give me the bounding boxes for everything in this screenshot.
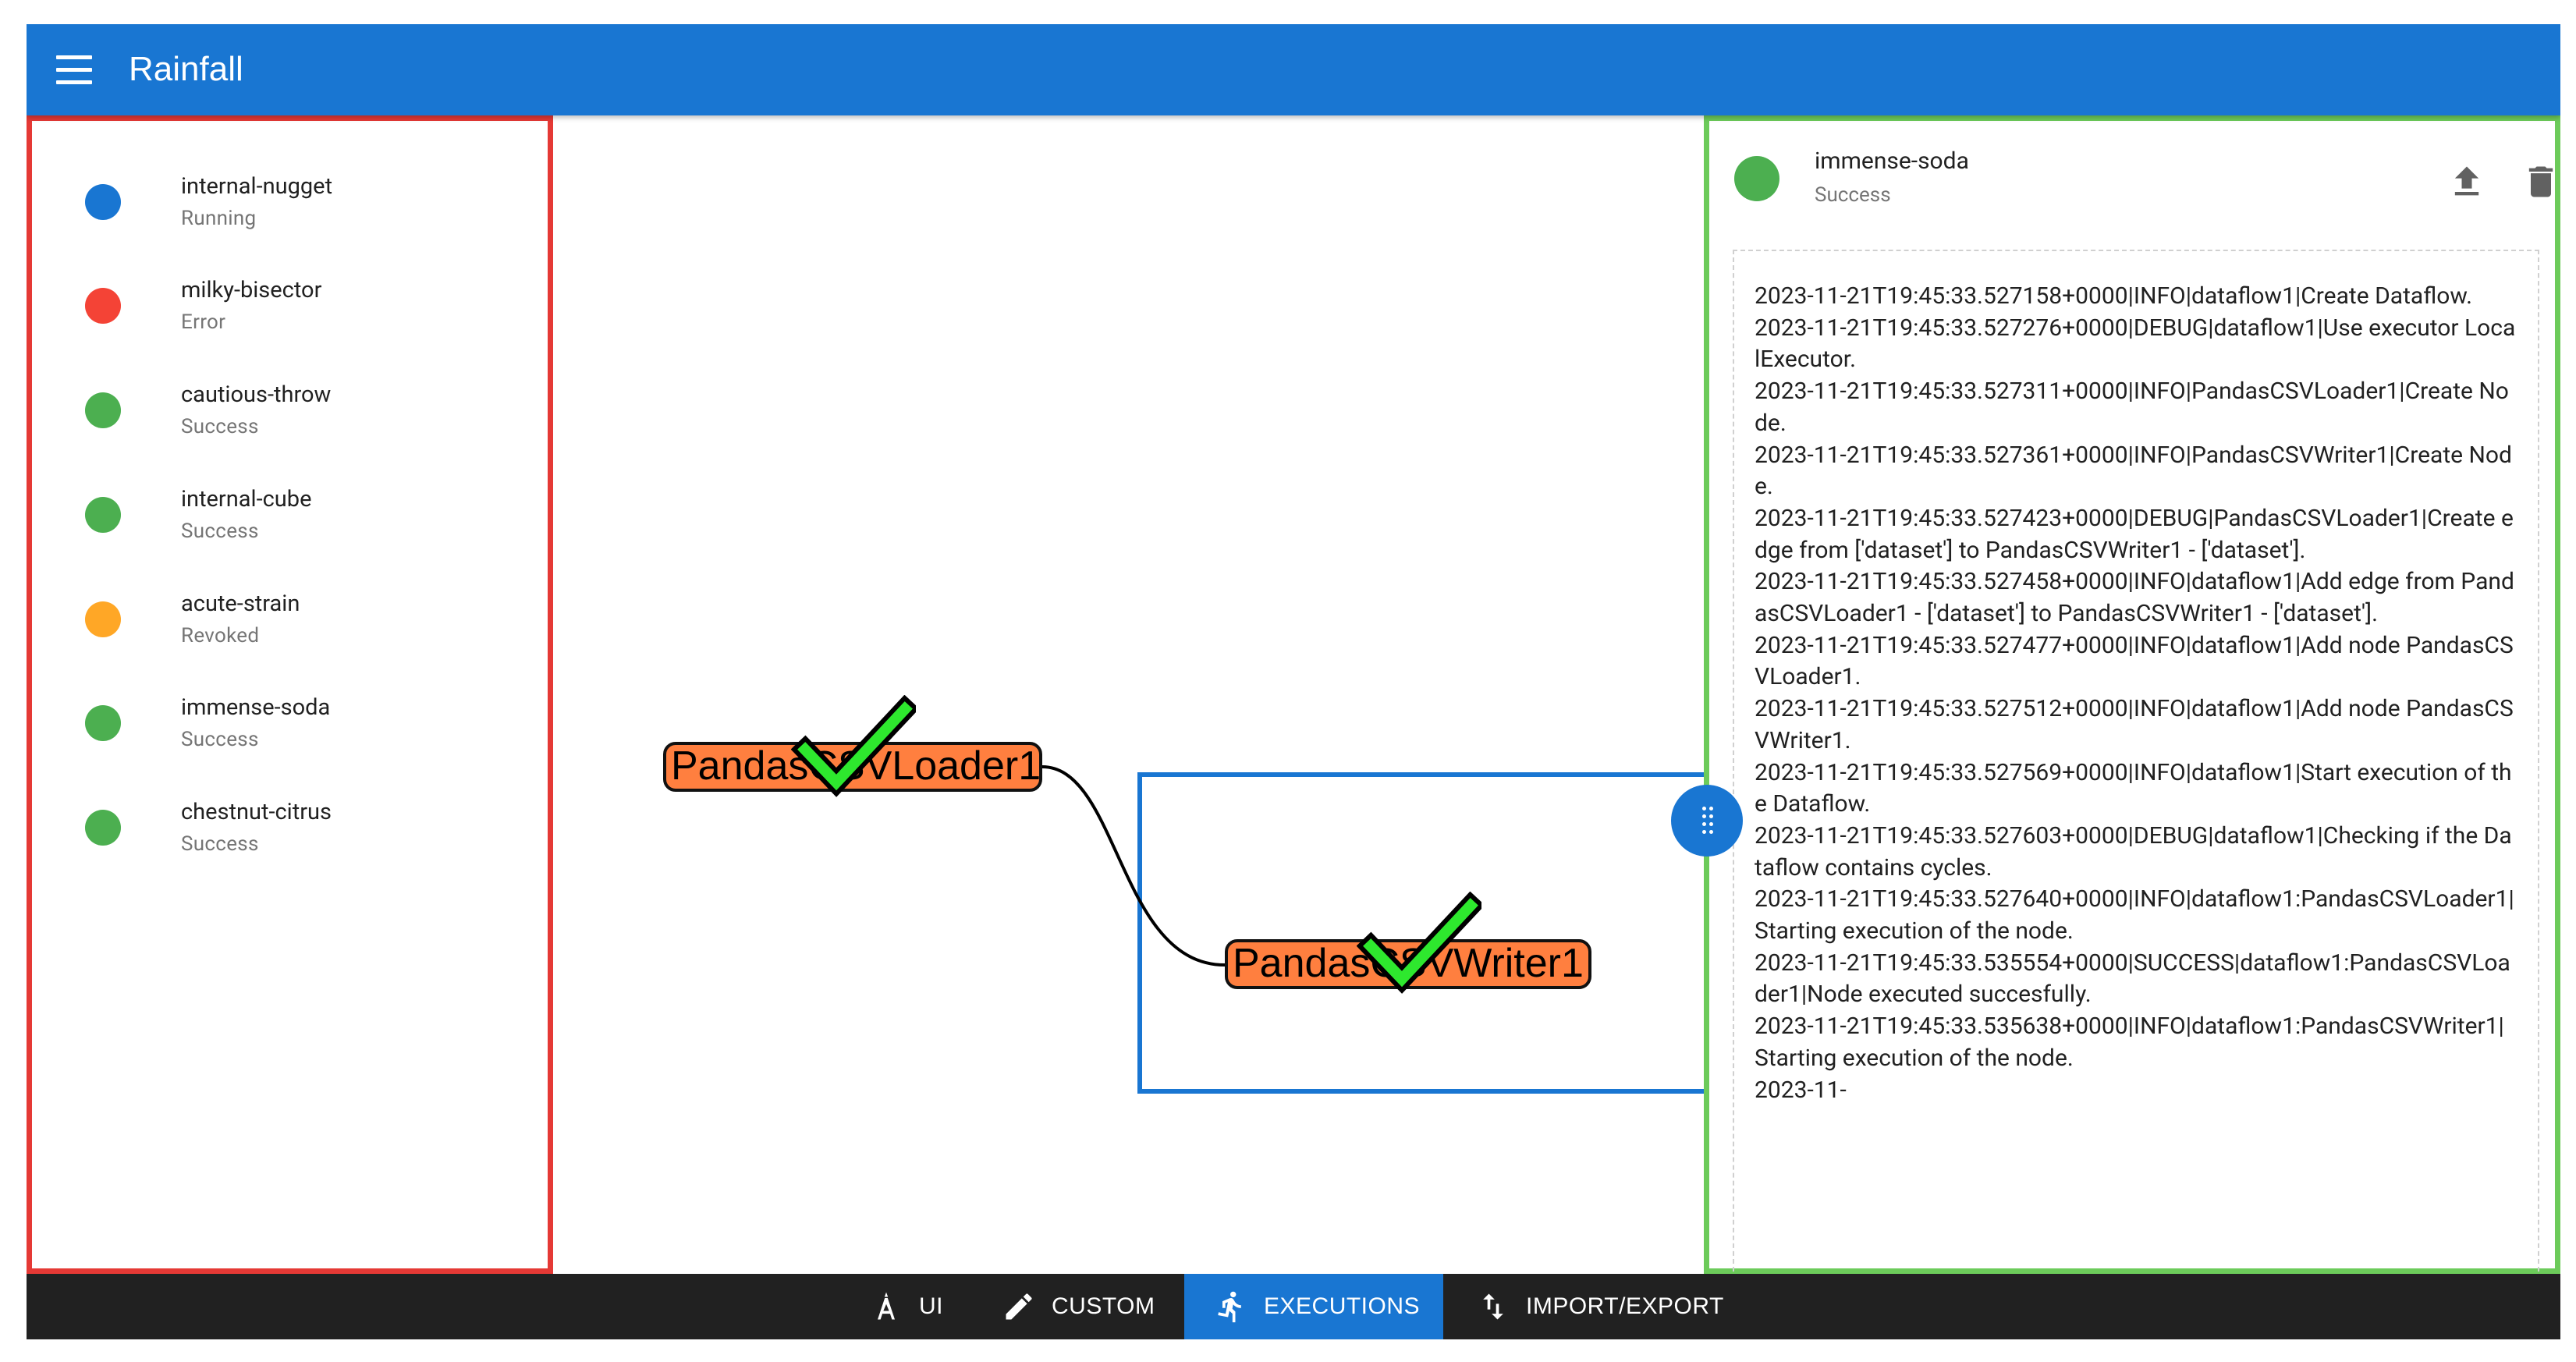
upload-icon[interactable] (2446, 161, 2487, 202)
execution-item[interactable]: milky-bisector Error (32, 256, 547, 359)
tab-label: EXECUTIONS (1264, 1293, 1421, 1319)
app-title: Rainfall (129, 50, 243, 88)
status-dot (85, 184, 121, 220)
execution-item[interactable]: acute-strain Revoked (32, 569, 547, 672)
execution-name: internal-cube (181, 486, 312, 513)
execution-item[interactable]: internal-nugget Running (32, 152, 547, 255)
log-line: 2023-11-21T19:45:33.527458+0000|INFO|dat… (1755, 568, 2514, 628)
execution-item[interactable]: immense-soda Success (32, 673, 547, 776)
running-person-icon (1218, 1291, 1241, 1323)
execution-item[interactable]: chestnut-citrus Success (32, 778, 547, 881)
panel-resize-handle[interactable] (1671, 785, 1743, 857)
log-line: 2023-11-21T19:45:33.527477+0000|INFO|dat… (1755, 631, 2514, 691)
status-dot (85, 392, 121, 428)
status-dot (1734, 156, 1779, 201)
top-app-bar: Rainfall (27, 24, 2560, 115)
hamburger-menu-icon[interactable] (56, 55, 92, 85)
graph-node[interactable]: PandasCSVLoader1 (663, 742, 1042, 792)
graph-node[interactable]: PandasCSVWriter1 (1225, 939, 1591, 989)
execution-item[interactable]: internal-cube Success (32, 465, 547, 568)
execution-status: Success (181, 415, 259, 438)
execution-status: Success (1815, 183, 1891, 207)
status-dot (85, 810, 121, 846)
log-line: 2023-11-21T19:45:33.535554+0000|SUCCESS|… (1755, 949, 2510, 1009)
tab-label: CUSTOM (1052, 1293, 1155, 1319)
execution-name: cautious-throw (181, 381, 332, 408)
log-line: 2023-11-21T19:45:33.527512+0000|INFO|dat… (1755, 695, 2514, 754)
tab-ui[interactable]: UI (869, 1274, 943, 1339)
status-dot (85, 705, 121, 741)
execution-status: Error (181, 310, 226, 334)
tab-executions[interactable]: EXECUTIONS (1184, 1274, 1443, 1339)
drag-dots-icon (1702, 807, 1713, 835)
log-line: 2023-11-21T19:45:33.535638+0000|INFO|dat… (1755, 1013, 2504, 1072)
app-window: Rainfall internal-nugget Running milky-b… (27, 24, 2560, 1339)
tab-label: IMPORT/EXPORT (1526, 1293, 1724, 1319)
log-line: 2023-11-21T19:45:33.527158+0000|INFO|dat… (1755, 282, 2472, 310)
log-line: 2023-11-21T19:45:33.527276+0000|DEBUG|da… (1755, 314, 2516, 374)
execution-name: chestnut-citrus (181, 799, 332, 825)
status-dot (85, 288, 121, 324)
log-line: 2023-11-21T19:45:33.527423+0000|DEBUG|Pa… (1755, 504, 2514, 564)
pencil-icon (1006, 1293, 1032, 1320)
execution-status: Success (181, 520, 259, 543)
tab-label: UI (919, 1293, 943, 1319)
status-dot (85, 601, 121, 637)
tab-import-export[interactable]: IMPORT/EXPORT (1476, 1274, 1724, 1339)
execution-item[interactable]: cautious-throw Success (32, 360, 547, 463)
log-line: 2023-11-21T19:45:33.527361+0000|INFO|Pan… (1755, 441, 2512, 501)
execution-status: Success (181, 832, 259, 856)
execution-name: milky-bisector (181, 277, 322, 303)
log-line: 2023-11-21T19:45:33.527311+0000|INFO|Pan… (1755, 378, 2509, 437)
execution-name: immense-soda (1815, 147, 1969, 175)
execution-status: Success (181, 728, 259, 751)
swap-vertical-icon (1483, 1293, 1503, 1320)
log-line: 2023-11-21T19:45:33.527569+0000|INFO|dat… (1755, 758, 2512, 818)
execution-status: Running (181, 207, 257, 230)
execution-name: acute-strain (181, 591, 300, 617)
execution-detail-panel: immense-soda Success 2023-11-21T19:45:33… (1704, 115, 2560, 1279)
trash-icon[interactable] (2521, 160, 2560, 204)
status-dot (85, 497, 121, 533)
compass-icon (878, 1292, 895, 1320)
tab-custom[interactable]: CUSTOM (1002, 1274, 1155, 1339)
log-line: 2023-11- (1755, 1076, 1847, 1104)
execution-status: Revoked (181, 624, 260, 647)
log-line: 2023-11-21T19:45:33.527640+0000|INFO|dat… (1755, 885, 2514, 945)
execution-log[interactable]: 2023-11-21T19:45:33.527158+0000|INFO|dat… (1733, 250, 2539, 1279)
execution-name: internal-nugget (181, 173, 333, 200)
execution-name: immense-soda (181, 694, 331, 721)
bottom-navigation: UI CUSTOM EXECUTIONS IMPORT/EXPORT (27, 1274, 2560, 1339)
graph-canvas[interactable] (553, 115, 2152, 1274)
log-line: 2023-11-21T19:45:33.527603+0000|DEBUG|da… (1755, 821, 2512, 881)
executions-list: internal-nugget Running milky-bisector E… (27, 115, 553, 1274)
